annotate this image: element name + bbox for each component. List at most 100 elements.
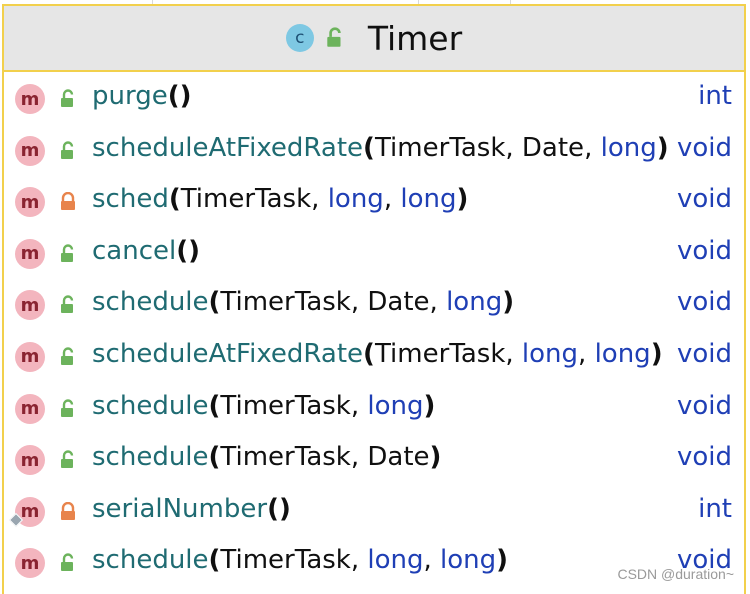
param-1: TimerTask xyxy=(374,132,506,163)
param-1: TimerTask xyxy=(220,442,351,473)
param-2: long xyxy=(367,545,424,576)
param-2: long xyxy=(521,338,579,369)
param-sep: , xyxy=(429,287,447,318)
paren-open: ( xyxy=(208,287,221,318)
method-name: purge xyxy=(92,81,168,111)
method-icon: m xyxy=(15,238,45,269)
return-type: int xyxy=(698,81,732,111)
method-signature: scheduleAtFixedRate(TimerTask, long, lon… xyxy=(92,339,663,369)
private-lock-icon xyxy=(61,501,75,520)
method-row[interactable]: m serialNumber() int xyxy=(4,485,744,537)
return-type: void xyxy=(676,338,732,369)
paren-open: ( xyxy=(176,235,189,266)
method-signature: sched(TimerTask, long, long) xyxy=(92,184,468,214)
paren-open: ( xyxy=(208,390,221,421)
param-3: long xyxy=(594,338,651,369)
method-name: scheduleAtFixedRate xyxy=(92,132,364,163)
divider xyxy=(418,0,419,4)
return-type: int xyxy=(698,493,732,524)
class-title: Timer xyxy=(367,18,463,58)
public-lock-icon xyxy=(327,27,341,47)
method-name: serialNumber xyxy=(92,493,268,524)
return-type: void xyxy=(676,545,732,576)
paren-close: ) xyxy=(423,390,436,421)
param-sep: , xyxy=(505,132,522,163)
public-lock-icon xyxy=(61,140,74,159)
param-1: TimerTask xyxy=(180,184,312,215)
return-type: void xyxy=(676,442,732,473)
method-signature: serialNumber() xyxy=(92,494,291,524)
paren-open: ( xyxy=(167,81,180,111)
method-name: sched xyxy=(92,184,169,215)
method-name: cancel xyxy=(92,235,177,266)
divider xyxy=(510,0,511,4)
param-2: Date xyxy=(521,132,585,163)
method-icon: m xyxy=(15,135,45,166)
public-lock-icon xyxy=(61,347,74,365)
param-2: long xyxy=(327,184,384,215)
param-3: long xyxy=(400,184,457,215)
method-signature: schedule(TimerTask, Date, long) xyxy=(92,287,514,317)
method-icon: m xyxy=(15,393,45,424)
return-type: void xyxy=(676,390,732,421)
param-sep: , xyxy=(505,338,522,369)
paren-close: ) xyxy=(429,442,442,473)
method-signature: purge() xyxy=(92,81,192,111)
paren-close: ) xyxy=(456,184,469,215)
paren-close: ) xyxy=(188,235,201,266)
param-sep: , xyxy=(350,442,368,473)
paren-open: ( xyxy=(208,442,221,473)
watermark: CSDN @duration~ xyxy=(617,566,734,582)
method-signature: schedule(TimerTask, Date) xyxy=(92,442,441,472)
param-1: TimerTask xyxy=(220,545,351,576)
method-icon: m xyxy=(15,548,45,579)
param-sep: , xyxy=(584,132,601,163)
return-type: void xyxy=(676,184,732,215)
public-lock-icon xyxy=(61,244,74,262)
return-type: void xyxy=(676,235,732,266)
param-1: TimerTask xyxy=(220,287,351,318)
return-type: void xyxy=(676,132,732,163)
paren-open: ( xyxy=(363,338,375,369)
method-icon: m xyxy=(15,290,45,321)
param-sep: , xyxy=(578,338,595,369)
method-row[interactable]: m schedule(TimerTask, long, long) void xyxy=(4,536,744,588)
method-name: schedule xyxy=(92,287,209,318)
top-strip xyxy=(0,0,750,4)
overlay-diamond-icon xyxy=(8,512,24,527)
private-lock-icon xyxy=(61,192,75,211)
method-name: schedule xyxy=(92,390,209,421)
param-1: TimerTask xyxy=(220,390,351,421)
paren-open: ( xyxy=(208,545,221,576)
method-name: scheduleAtFixedRate xyxy=(92,338,364,369)
paren-open: ( xyxy=(168,184,181,215)
method-icon: m xyxy=(8,496,45,527)
param-3: long xyxy=(446,287,503,318)
method-signature: schedule(TimerTask, long) xyxy=(92,391,435,421)
public-lock-icon xyxy=(61,89,74,107)
method-signature: schedule(TimerTask, long, long) xyxy=(92,545,508,575)
class-header[interactable]: c Timer xyxy=(4,6,744,72)
paren-close: ) xyxy=(496,545,509,576)
param-1: TimerTask xyxy=(374,338,506,369)
param-sep: , xyxy=(423,545,441,576)
method-name: schedule xyxy=(92,545,209,576)
param-sep: , xyxy=(311,184,328,215)
paren-open: ( xyxy=(363,132,375,163)
method-row[interactable]: m cancel() void xyxy=(4,227,744,279)
param-2: Date xyxy=(367,287,430,318)
method-row[interactable]: m schedule(TimerTask, long) void xyxy=(4,382,744,434)
param-sep: , xyxy=(350,390,368,421)
param-2: Date xyxy=(367,442,430,473)
param-sep: , xyxy=(350,287,368,318)
paren-close: ) xyxy=(278,493,291,524)
param-2: long xyxy=(367,390,424,421)
